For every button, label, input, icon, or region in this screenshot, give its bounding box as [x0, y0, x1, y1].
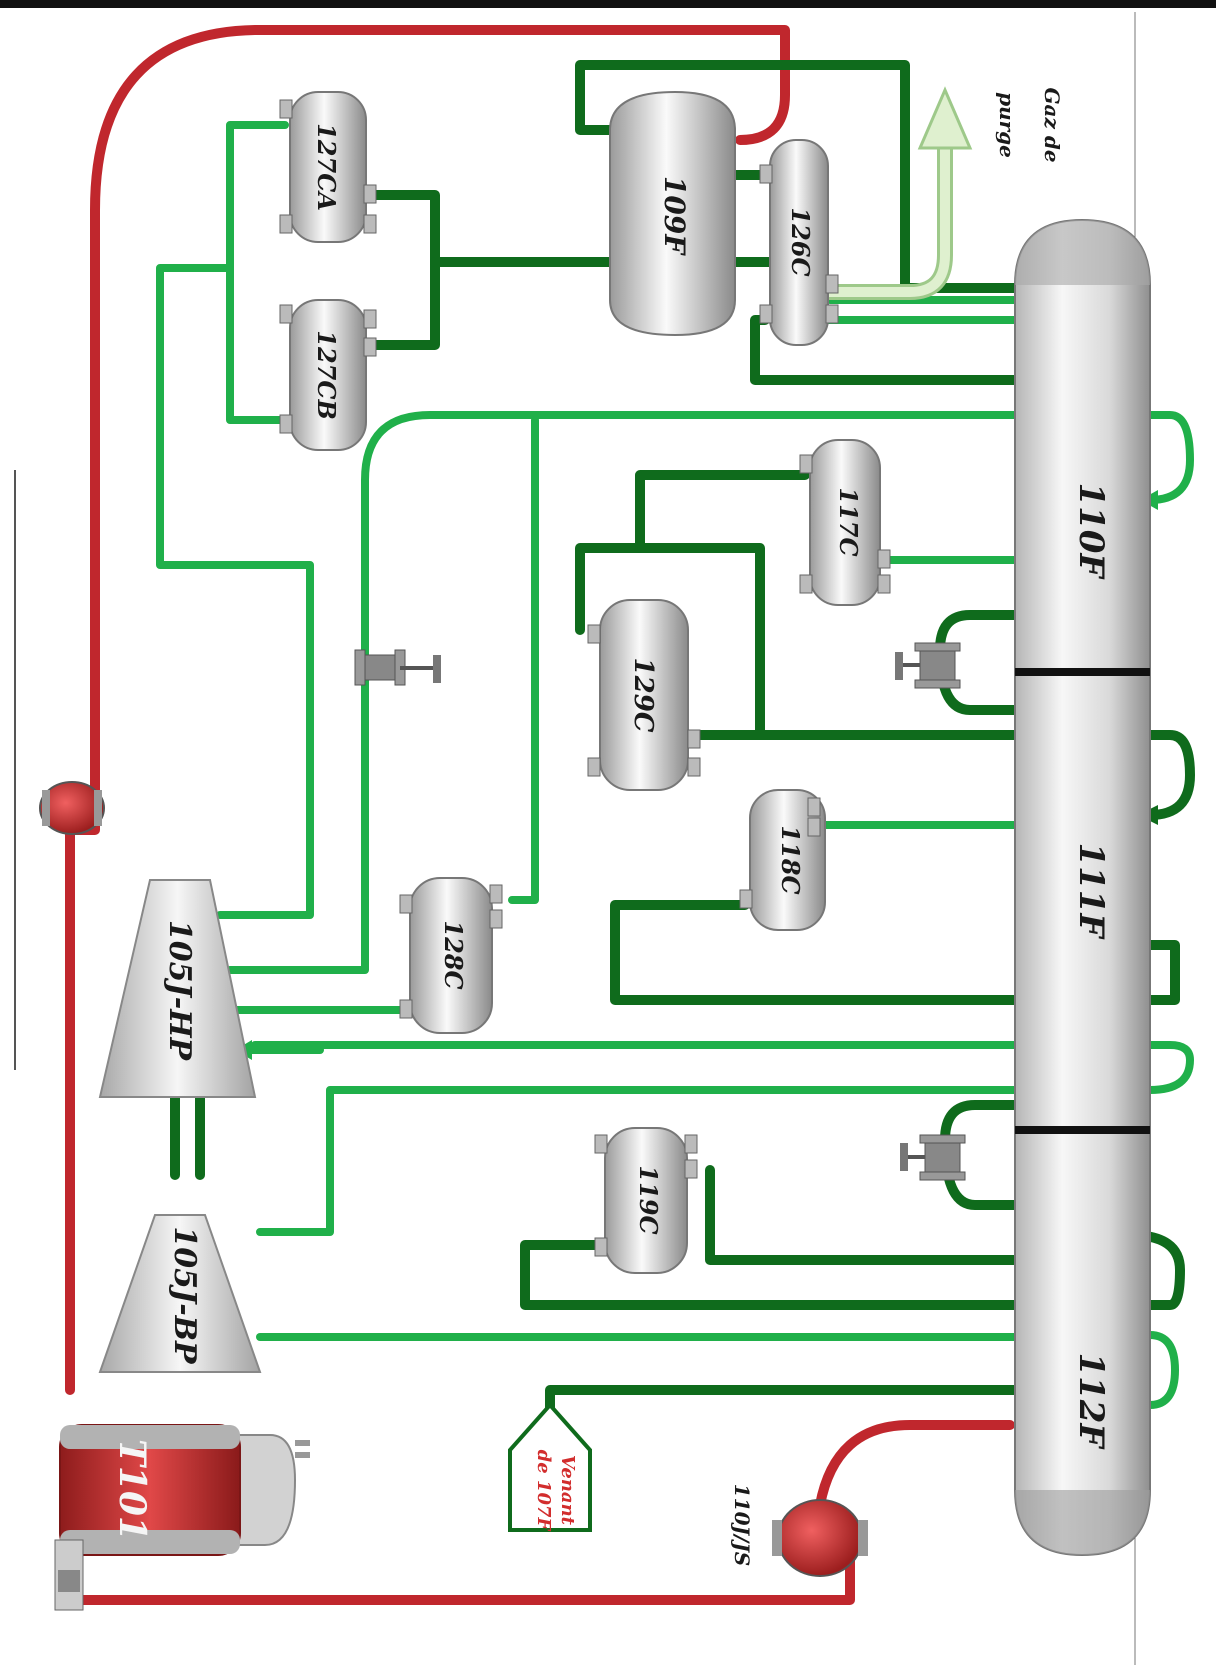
valve-icon [895, 643, 960, 688]
valve-icon [900, 1135, 965, 1180]
lg-127-to-hp [160, 268, 310, 915]
exchanger-label-129c: 129C [628, 658, 658, 733]
purge-label-line2: purge [995, 92, 1019, 158]
compressor-label-hp: 105J-HP [162, 920, 197, 1062]
turbine-label-t101: T101 [111, 1439, 153, 1541]
top-border [0, 0, 1216, 8]
compressor-label-bp: 105J-BP [167, 1226, 202, 1365]
valve-icon [355, 650, 441, 685]
drum-label-109f: 109F [658, 176, 691, 256]
exchanger-label-126c: 126C [786, 207, 815, 276]
red-line-pump-outlet [820, 1425, 1010, 1505]
inlet-label-line2: de 107F [533, 1450, 554, 1532]
lg-112f-loop [1150, 1335, 1175, 1405]
lg-127ca-127cb [230, 125, 285, 420]
exchanger-label-128c: 128C [439, 920, 468, 989]
dg-119c-to-112f [710, 1170, 1015, 1260]
dg-127ca-127cb [375, 195, 435, 345]
dg-107f-inlet [550, 1390, 1015, 1425]
purge-label-line1: Gaz de [1040, 87, 1064, 162]
purge-arrow [820, 90, 970, 292]
column-label-112f: 112F [1071, 1352, 1111, 1450]
exchanger-label-127cb: 127CB [312, 330, 341, 419]
inlet-label-line1: Venant [557, 1455, 578, 1526]
exchanger-label-127ca: 127CA [312, 123, 341, 211]
column-label-111f: 111F [1071, 842, 1111, 940]
pump-ball-icon [40, 782, 104, 834]
turbine-t101 [55, 1425, 310, 1610]
exchanger-label-119c: 119C [634, 1165, 663, 1234]
pump-label-110j: 110J/JS [730, 1484, 754, 1566]
exchanger-label-117c: 117C [834, 487, 863, 556]
lg-128c-link [512, 420, 535, 900]
exchanger-label-118c: 118C [776, 825, 805, 894]
column-label-110f: 110F [1071, 482, 1111, 580]
